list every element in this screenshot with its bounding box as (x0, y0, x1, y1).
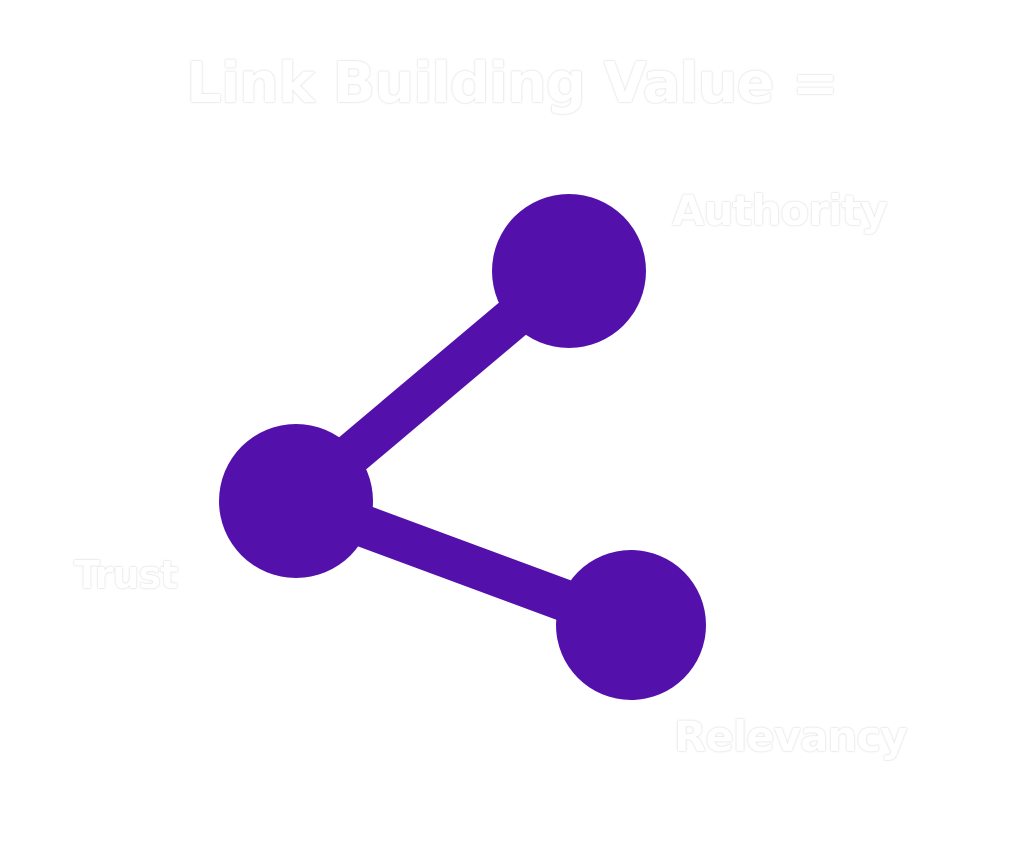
authority-label: Authority (672, 186, 888, 235)
diagram-title: Link Building Value = (186, 51, 839, 116)
relevancy-label: Relevancy (674, 712, 908, 761)
node-relevancy (556, 550, 706, 700)
trust-label: Trust (74, 553, 178, 597)
node-authority (492, 194, 646, 348)
node-trust (219, 424, 373, 578)
